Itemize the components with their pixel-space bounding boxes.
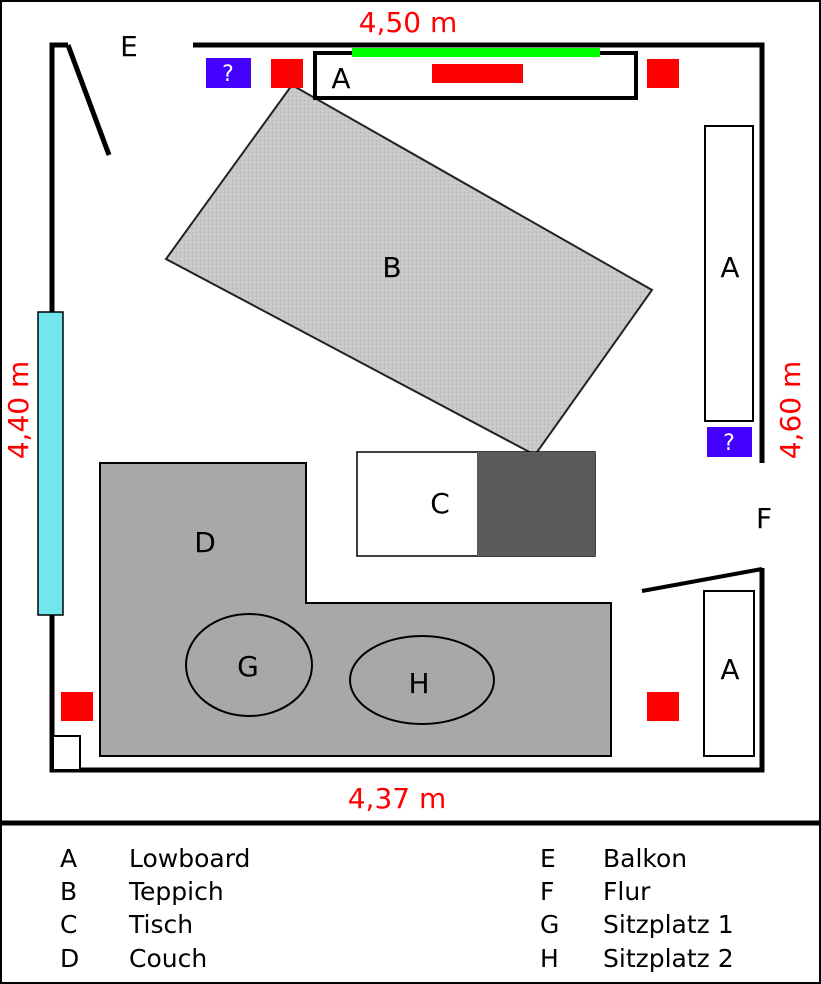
balcony-door bbox=[65, 44, 112, 156]
table-dark-part bbox=[477, 452, 595, 556]
label-b: B bbox=[382, 251, 401, 284]
speaker bbox=[61, 692, 93, 721]
unknown-label: ? bbox=[222, 62, 234, 87]
speaker bbox=[647, 59, 679, 88]
dimension-bottom: 4,37 m bbox=[348, 782, 447, 815]
lowboard-right bbox=[704, 125, 754, 422]
label-a-right: A bbox=[720, 251, 739, 284]
dimension-left: 4,40 m bbox=[2, 361, 35, 460]
tv bbox=[432, 64, 523, 83]
speaker bbox=[647, 692, 679, 721]
hall-door bbox=[641, 567, 763, 593]
legend-name: Sitzplatz 2 bbox=[603, 944, 734, 973]
seat-g bbox=[185, 613, 313, 717]
label-d: D bbox=[194, 526, 216, 559]
label-f: F bbox=[756, 502, 772, 535]
unknown-label: ? bbox=[723, 431, 735, 456]
window bbox=[37, 311, 64, 616]
legend: A Lowboard B Teppich C Tisch D Couch E B… bbox=[60, 844, 734, 973]
lowboard-bottom bbox=[703, 590, 755, 757]
legend-name: Flur bbox=[603, 877, 651, 906]
label-c: C bbox=[430, 487, 450, 520]
legend-key: E bbox=[540, 844, 556, 873]
legend-name: Sitzplatz 1 bbox=[603, 910, 734, 939]
legend-name: Tisch bbox=[128, 910, 193, 939]
speaker bbox=[271, 59, 303, 88]
legend-key: F bbox=[540, 877, 554, 906]
seat-h bbox=[349, 635, 495, 725]
legend-name: Couch bbox=[129, 944, 207, 973]
dimension-right: 4,60 m bbox=[774, 361, 807, 460]
legend-key: A bbox=[60, 844, 77, 873]
label-a-top: A bbox=[331, 62, 350, 95]
couch-d bbox=[99, 462, 612, 757]
legend-key: D bbox=[60, 944, 79, 973]
label-g: G bbox=[237, 650, 259, 683]
legend-name: Teppich bbox=[128, 877, 224, 906]
legend-name: Lowboard bbox=[129, 844, 250, 873]
unknown-item bbox=[206, 58, 251, 88]
label-h: H bbox=[408, 667, 429, 700]
label-e: E bbox=[120, 30, 138, 63]
legend-key: B bbox=[60, 877, 77, 906]
dimension-top: 4,50 m bbox=[359, 6, 458, 39]
unknown-item bbox=[707, 427, 752, 457]
light-strip-front bbox=[352, 48, 600, 57]
corner-box bbox=[52, 735, 81, 771]
label-a-bottom: A bbox=[720, 653, 739, 686]
legend-key: C bbox=[60, 910, 77, 939]
legend-key: G bbox=[540, 910, 559, 939]
legend-name: Balkon bbox=[603, 844, 687, 873]
legend-key: H bbox=[540, 944, 559, 973]
